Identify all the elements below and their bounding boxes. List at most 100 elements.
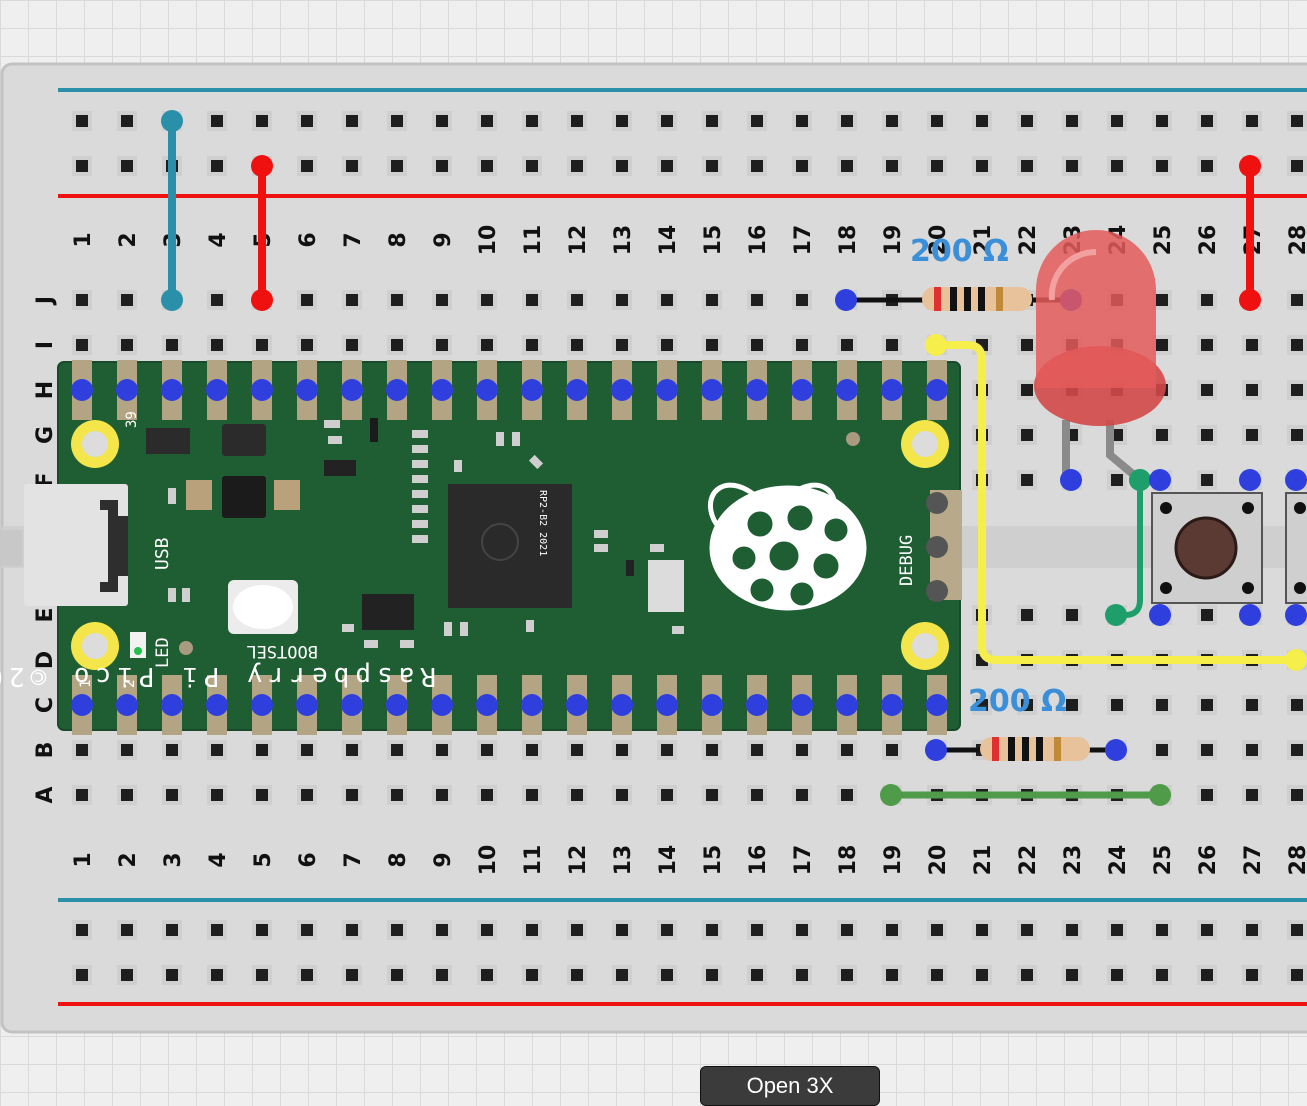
column-number: 15 (701, 225, 726, 256)
breadboard-hole-center (1156, 115, 1168, 127)
resistor-bottom[interactable] (925, 737, 1127, 761)
wires[interactable] (161, 110, 1307, 806)
wire-yellow[interactable] (936, 341, 1296, 664)
pico-pin[interactable] (476, 379, 498, 401)
breadboard-hole-center (391, 339, 403, 351)
breadboard-hole-center (121, 160, 133, 172)
pico-pin[interactable] (206, 379, 228, 401)
pico-pin[interactable] (161, 694, 183, 716)
breadboard-hole-center (1021, 699, 1033, 711)
resistor-end[interactable] (1105, 739, 1127, 761)
button-pin[interactable] (1149, 469, 1171, 491)
pico-pin[interactable] (836, 379, 858, 401)
button-pin[interactable] (1285, 604, 1307, 626)
column-number: 1 (71, 852, 96, 867)
breadboard-hole-center (796, 160, 808, 172)
pico-pin[interactable] (791, 694, 813, 716)
breadboard-hole-center (391, 924, 403, 936)
wire-end[interactable] (161, 289, 183, 311)
pico-pin[interactable] (116, 694, 138, 716)
breadboard-hole-center (76, 969, 88, 981)
button-pin[interactable] (1285, 469, 1307, 491)
wire-end[interactable] (1239, 155, 1261, 177)
pico-pin[interactable] (521, 379, 543, 401)
resistor-end[interactable] (835, 289, 857, 311)
led-red[interactable] (1034, 230, 1166, 491)
pico-pin[interactable] (926, 694, 948, 716)
test-point (846, 432, 860, 446)
breadboard-hole-center (346, 160, 358, 172)
pico-pin[interactable] (746, 379, 768, 401)
pico-pins[interactable] (71, 360, 948, 735)
raspberry-pi-pico[interactable]: RP2-B2 2021 USB LED (0, 360, 962, 735)
pico-pin[interactable] (71, 379, 93, 401)
pico-pin[interactable] (251, 379, 273, 401)
capacitor (274, 480, 300, 510)
pico-pin[interactable] (341, 694, 363, 716)
pico-pin[interactable] (836, 694, 858, 716)
resistor-end[interactable] (925, 739, 947, 761)
pico-pin[interactable] (71, 694, 93, 716)
pico-pin[interactable] (611, 694, 633, 716)
button-pin[interactable] (1239, 469, 1261, 491)
pico-pin[interactable] (881, 379, 903, 401)
push-button-cap[interactable] (1174, 516, 1238, 580)
pico-pin[interactable] (566, 379, 588, 401)
pico-pin[interactable] (701, 379, 723, 401)
pico-pin[interactable] (881, 694, 903, 716)
pico-pin[interactable] (116, 379, 138, 401)
column-number: 21 (971, 845, 996, 876)
pico-pin[interactable] (476, 694, 498, 716)
breadboard-hole-center (346, 744, 358, 756)
wire-end[interactable] (251, 155, 273, 177)
column-number: 13 (611, 845, 636, 876)
wire-end[interactable] (925, 334, 947, 356)
breadboard-hole-center (526, 115, 538, 127)
breadboard-hole-center (1021, 384, 1033, 396)
wire-end[interactable] (880, 784, 902, 806)
led-pin[interactable] (1060, 469, 1082, 491)
button-pin[interactable] (1239, 604, 1261, 626)
zoom-button[interactable]: Open 3X (700, 1066, 880, 1106)
pico-pin[interactable] (746, 694, 768, 716)
pico-pin[interactable] (656, 379, 678, 401)
pico-pin[interactable] (386, 694, 408, 716)
wire-end[interactable] (1285, 649, 1307, 671)
breadboard-hole-center (706, 294, 718, 306)
led-pin[interactable] (1129, 469, 1151, 491)
push-button[interactable] (1149, 469, 1263, 626)
pico-pin[interactable] (701, 694, 723, 716)
column-number: 12 (566, 225, 591, 256)
breadboard-hole-center (1201, 429, 1213, 441)
pico-pin[interactable] (296, 694, 318, 716)
breadboard-hole-center (886, 924, 898, 936)
pico-pin[interactable] (251, 694, 273, 716)
wire-end[interactable] (161, 110, 183, 132)
pico-pin[interactable] (521, 694, 543, 716)
button-pin[interactable] (1149, 604, 1171, 626)
wire-end[interactable] (1105, 604, 1127, 626)
pico-pin[interactable] (386, 379, 408, 401)
resistor-array-element (412, 520, 428, 528)
pico-pin[interactable] (341, 379, 363, 401)
pico-pin[interactable] (161, 379, 183, 401)
pico-pin[interactable] (431, 379, 453, 401)
column-number: 9 (431, 232, 456, 247)
column-number: 7 (341, 852, 366, 867)
pico-pin[interactable] (926, 379, 948, 401)
pico-pin[interactable] (566, 694, 588, 716)
pico-pin[interactable] (611, 379, 633, 401)
pico-pin[interactable] (296, 379, 318, 401)
pico-pin[interactable] (791, 379, 813, 401)
pico-pin[interactable] (656, 694, 678, 716)
wire-end[interactable] (1149, 784, 1171, 806)
pico-pin[interactable] (206, 694, 228, 716)
breadboard-hole-center (1156, 699, 1168, 711)
wire-end[interactable] (1239, 289, 1261, 311)
breadboard-hole-center (571, 339, 583, 351)
breadboard-hole-center (76, 789, 88, 801)
pico-pin[interactable] (431, 694, 453, 716)
push-button-partial[interactable] (1285, 469, 1307, 626)
wire-end[interactable] (251, 289, 273, 311)
